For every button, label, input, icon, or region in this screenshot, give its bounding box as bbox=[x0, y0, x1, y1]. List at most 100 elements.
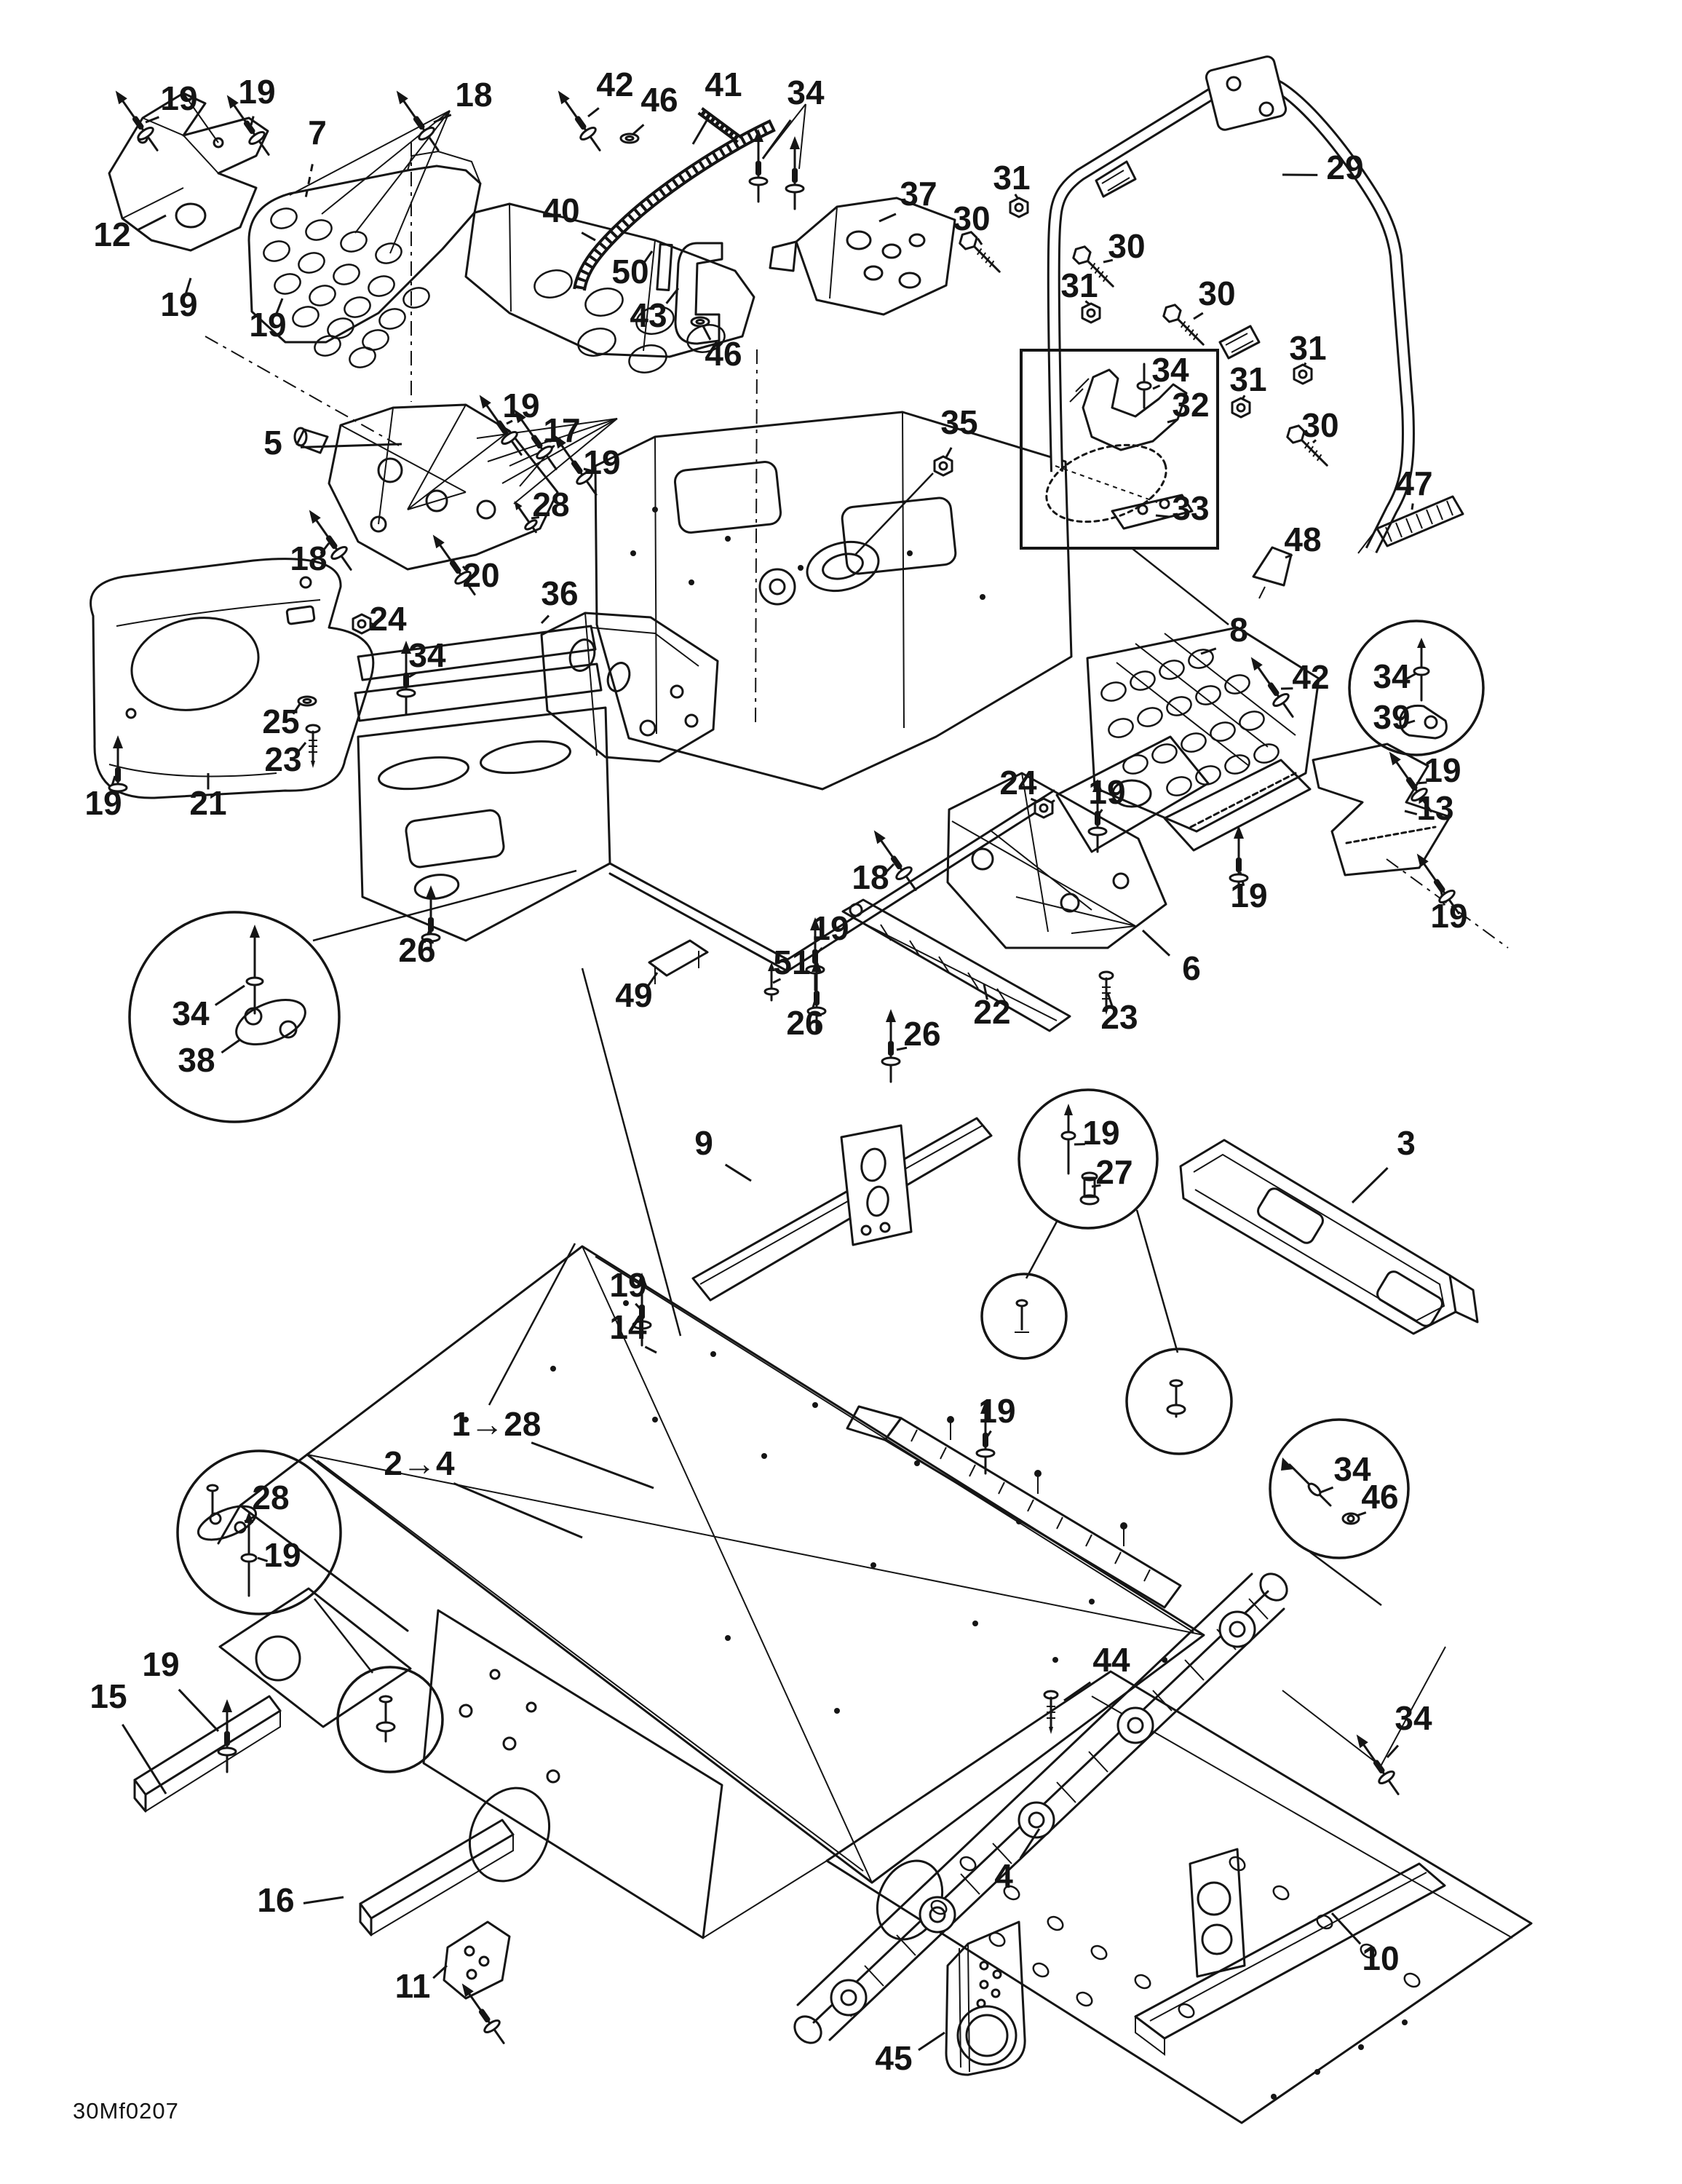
callout-34: 34 bbox=[408, 636, 446, 674]
callout-27: 27 bbox=[1095, 1153, 1132, 1191]
leader-5 bbox=[300, 443, 402, 448]
pin-fastener bbox=[217, 1698, 237, 1773]
plate-hole bbox=[1159, 660, 1185, 680]
part-45-bearing-bracket bbox=[945, 1920, 1026, 2076]
inset-circle bbox=[1125, 1348, 1233, 1455]
rivet-dot bbox=[623, 1300, 629, 1306]
callout-31: 31 bbox=[1229, 360, 1266, 398]
callout-47: 47 bbox=[1395, 464, 1432, 502]
callout-34: 34 bbox=[1333, 1450, 1371, 1488]
leader-49 bbox=[646, 972, 659, 987]
callout-43: 43 bbox=[630, 296, 667, 334]
plate-hole bbox=[1229, 1856, 1246, 1872]
leader-14 bbox=[644, 1345, 657, 1354]
callout-30: 30 bbox=[1108, 227, 1145, 265]
leader-47 bbox=[1411, 503, 1414, 510]
plate-hole bbox=[1360, 1943, 1377, 1959]
callout-19: 19 bbox=[978, 1392, 1015, 1430]
plate-hole bbox=[362, 329, 389, 351]
rivet-dot bbox=[1314, 2069, 1320, 2075]
leader-33 bbox=[1155, 514, 1170, 518]
fan-line bbox=[487, 418, 618, 462]
callout-32: 32 bbox=[1172, 386, 1209, 424]
rivet-dot bbox=[463, 1417, 469, 1423]
leader-15 bbox=[122, 1723, 167, 1795]
rivet-dot bbox=[972, 1621, 978, 1626]
inset-circle bbox=[176, 1449, 342, 1615]
leader-44 bbox=[1063, 1681, 1092, 1702]
leader-19 bbox=[257, 1556, 269, 1562]
inset-box-32-33-content bbox=[1045, 363, 1194, 530]
callout-30: 30 bbox=[953, 199, 990, 237]
rivet-dot bbox=[652, 507, 658, 513]
callout-24: 24 bbox=[999, 764, 1037, 802]
plate-hole bbox=[402, 287, 430, 309]
leader-34 bbox=[408, 671, 417, 678]
plate-hole bbox=[1166, 696, 1192, 716]
reference-line bbox=[1025, 1221, 1058, 1279]
callout-42: 42 bbox=[1292, 658, 1329, 696]
leader-23 bbox=[295, 742, 307, 755]
plate-hole bbox=[1316, 1914, 1333, 1930]
leader-11 bbox=[432, 1964, 448, 1979]
callout-34: 34 bbox=[1151, 351, 1189, 389]
plate-hole bbox=[1032, 1962, 1050, 1978]
callout-51: 51 bbox=[773, 943, 810, 981]
plate-hole bbox=[1178, 2003, 1195, 2019]
leader-19 bbox=[185, 277, 192, 293]
callout-19: 19 bbox=[160, 79, 197, 117]
callout-23: 23 bbox=[1100, 998, 1138, 1036]
plate-hole bbox=[292, 306, 320, 328]
callout-3: 3 bbox=[1397, 1124, 1416, 1162]
part-40-hose bbox=[573, 119, 776, 291]
part-41-cable bbox=[697, 107, 742, 143]
plate-hole bbox=[327, 317, 354, 339]
plate-hole bbox=[628, 344, 667, 373]
inset-box bbox=[1020, 349, 1219, 550]
drawing-code: 30Mf0207 bbox=[73, 2098, 179, 2124]
fan-line bbox=[798, 103, 806, 170]
callout-19: 19 bbox=[1088, 773, 1125, 811]
center-line bbox=[205, 336, 400, 446]
leader-39 bbox=[1405, 719, 1416, 725]
pin-fastener bbox=[881, 1008, 901, 1083]
plate-hole bbox=[1272, 1885, 1290, 1901]
callout-19: 19 bbox=[502, 387, 539, 424]
inset-28-19-content bbox=[197, 1484, 258, 1597]
leader-30 bbox=[1103, 258, 1114, 264]
rivet-dot bbox=[1162, 1657, 1167, 1663]
callout-21: 21 bbox=[189, 784, 226, 822]
leader-42 bbox=[587, 107, 600, 118]
plate-hole bbox=[1195, 685, 1221, 705]
callout-45: 45 bbox=[875, 2039, 912, 2077]
callout-7: 7 bbox=[308, 114, 327, 151]
callout-38: 38 bbox=[178, 1041, 215, 1079]
leader-34 bbox=[1386, 1744, 1400, 1759]
inset-circle bbox=[980, 1273, 1068, 1360]
plate-hole bbox=[1090, 1944, 1108, 1961]
inset-circle bbox=[1017, 1088, 1159, 1230]
leader-40 bbox=[581, 232, 596, 242]
rivet-dot bbox=[550, 1366, 556, 1372]
part-9-cross-support bbox=[691, 1117, 993, 1302]
plate-hole bbox=[1130, 670, 1156, 691]
callout-49: 49 bbox=[615, 976, 652, 1014]
plate-hole bbox=[375, 242, 402, 264]
screw-fastener bbox=[1043, 1690, 1059, 1736]
fan-line bbox=[1015, 896, 1136, 927]
leader-19 bbox=[506, 419, 513, 425]
callout-4: 4 bbox=[994, 1857, 1013, 1895]
leader-7 bbox=[304, 164, 314, 199]
leader-19 bbox=[583, 467, 592, 472]
leader-3 bbox=[1351, 1167, 1389, 1204]
callout-19: 19 bbox=[583, 443, 620, 481]
inset-34-38-content bbox=[235, 925, 306, 1046]
inset-34-39-content bbox=[1399, 638, 1448, 740]
callout-19: 19 bbox=[160, 285, 197, 323]
fan-line bbox=[501, 418, 618, 484]
leader-28 bbox=[244, 1515, 256, 1523]
leader-41 bbox=[691, 113, 712, 145]
leader-22 bbox=[983, 984, 988, 1000]
